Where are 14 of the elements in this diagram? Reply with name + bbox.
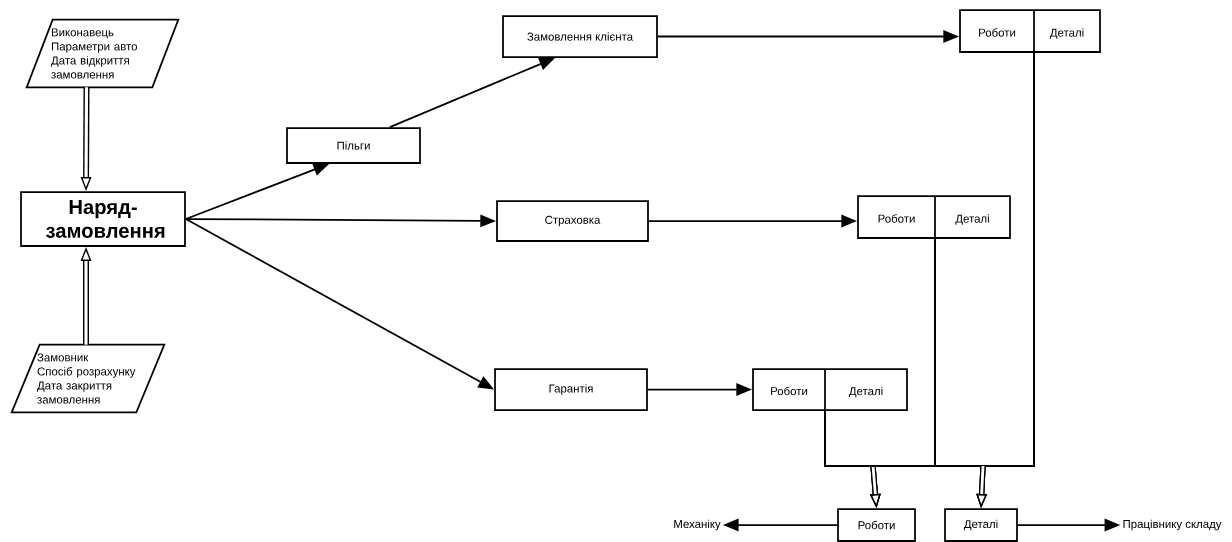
text-label: Працівнику складу: [1123, 519, 1222, 531]
main-box: Наряд-замовлення: [20, 191, 186, 247]
text-label: Механіку: [674, 519, 721, 531]
process-box: Пільги: [286, 127, 421, 164]
process-box: Деталі: [944, 508, 1018, 542]
process-box: Страховка: [496, 200, 649, 242]
data-parallelogram: Виконавець Параметри авто Дата відкриття замовлення: [25, 18, 180, 89]
process-box: Замовлення клієнта: [502, 15, 658, 58]
split-box: Роботи Деталі: [857, 195, 1011, 239]
process-box: Гарантія: [494, 368, 648, 411]
split-box: Роботи Деталі: [959, 9, 1101, 53]
process-box: Роботи: [837, 508, 916, 542]
split-box: Роботи Деталі: [752, 368, 908, 411]
data-parallelogram: Замовник Спосіб розрахунку Дата закриття замовлення: [10, 343, 166, 414]
